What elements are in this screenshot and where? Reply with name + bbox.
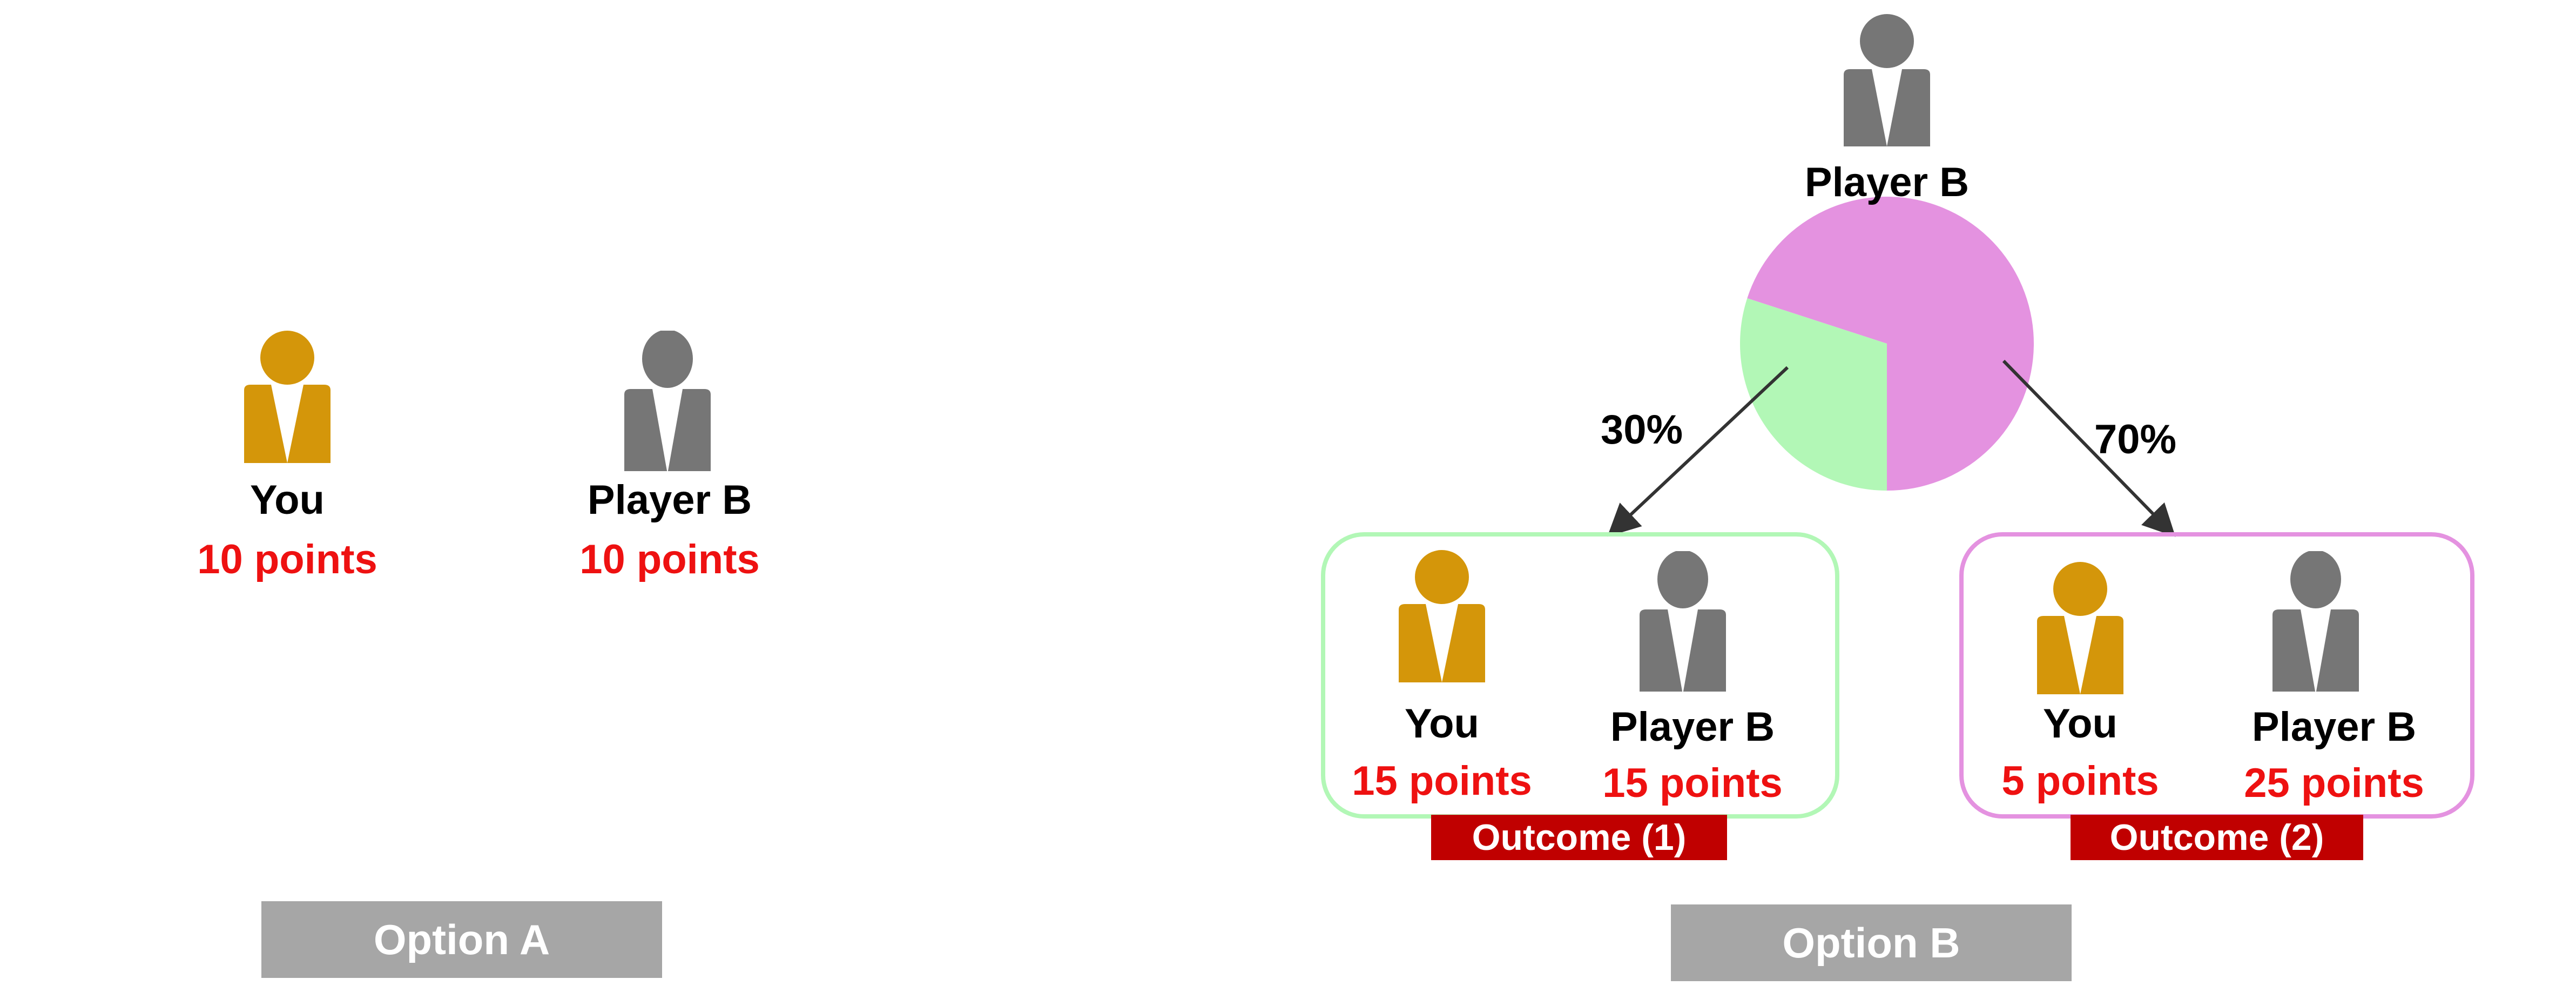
- outcome-2-player-b-name: Player B: [2251, 704, 2417, 750]
- player-b-person-icon: [2272, 551, 2359, 692]
- outcome-2-you-points: 5 points: [2001, 758, 2159, 804]
- option-a-player-b-points: 10 points: [579, 537, 760, 582]
- outcome-1-you-points: 15 points: [1352, 758, 1532, 804]
- chooser-person-icon: [1844, 14, 1930, 146]
- player-b-person-icon: [1640, 551, 1726, 692]
- pie-slice-30: [1740, 298, 1887, 491]
- arrow-to-outcome-1: [1607, 366, 1789, 537]
- player-b-person-icon: [624, 331, 711, 471]
- outcome-1-player-b-points: 15 points: [1602, 760, 1783, 806]
- outcome-1-player-b-name: Player B: [1610, 704, 1775, 750]
- chance-label-70: 70%: [2094, 417, 2177, 462]
- chooser-name: Player B: [1804, 159, 1970, 205]
- option-a-button[interactable]: Option A: [261, 901, 662, 978]
- chance-pie: [1740, 197, 2034, 491]
- outcome-2-you-name: You: [2043, 701, 2118, 747]
- pie-slice-70: [1747, 197, 2034, 491]
- you-person-icon: [244, 331, 331, 463]
- you-person-icon: [2037, 562, 2123, 694]
- outcome-2-player-b-points: 25 points: [2244, 760, 2424, 806]
- outcome-1-label: Outcome (1): [1431, 815, 1727, 860]
- option-a-you-points: 10 points: [197, 537, 377, 582]
- you-person-icon: [1399, 550, 1485, 682]
- chance-label-30: 30%: [1601, 407, 1683, 453]
- option-a-you-name: You: [250, 477, 325, 523]
- option-a-player-b-name: Player B: [587, 477, 752, 523]
- option-b-button[interactable]: Option B: [1671, 904, 2072, 981]
- outcome-2-label: Outcome (2): [2071, 815, 2363, 860]
- outcome-1-you-name: You: [1405, 701, 1479, 747]
- arrow-to-outcome-2: [2002, 359, 2176, 537]
